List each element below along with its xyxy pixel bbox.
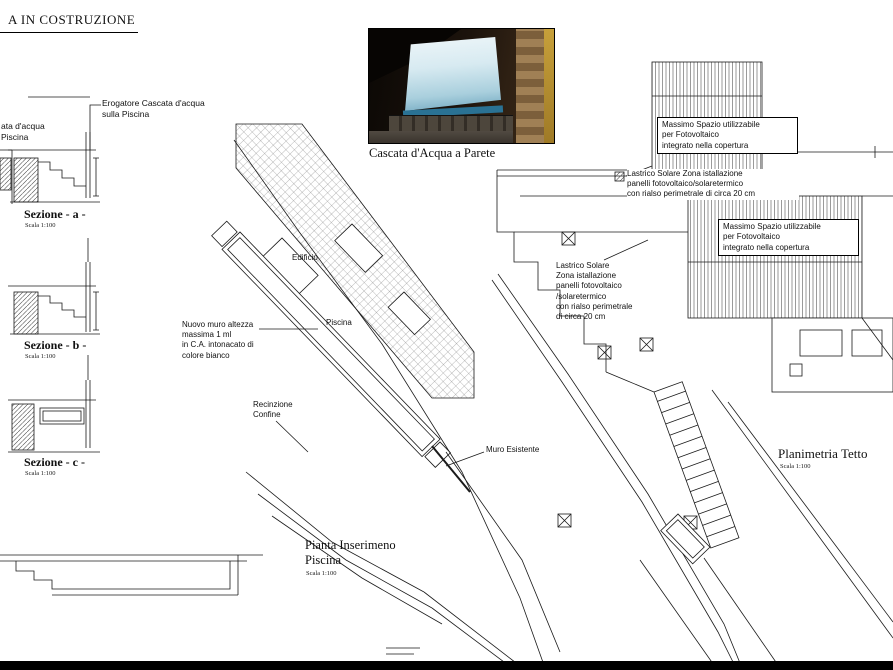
sezione-c-scale: Scala 1:100 [25,470,56,477]
pool-longitudinal-section-drawing [0,554,263,596]
muro-esistente-annotation: Muro Esistente [486,445,540,454]
bottom-center-marks [386,647,420,655]
stairs-drawing [653,381,740,549]
planimetria-tetto-drawing [496,61,893,669]
sezione-c-title: Sezione - c - [24,455,85,469]
pool-outline [211,220,451,468]
sezione-c-drawing [8,355,100,453]
nuovo-muro-annotation: Nuovo muro altezza massima 1 ml in C.A. … [182,320,254,360]
lastrico-left-annotation: Lastrico Solare Zona istallazione panell… [556,261,633,322]
cascata-cut-label: ata d'acqua Piscina [1,121,45,142]
pianta-title: Pianta Inserimeno Piscina [305,538,396,567]
erogatore-annotation: Erogatore Cascata d'acqua sulla Piscina [102,98,205,119]
sezione-a-scale: Scala 1:100 [25,222,56,229]
edificio-label: Edificio [292,253,318,262]
sezione-b-scale: Scala 1:100 [25,353,56,360]
pianta-piscina-drawing [211,123,743,669]
planter-drawing [660,513,711,565]
photo-cascata [368,28,555,144]
pianta-scale: Scala 1:100 [306,570,337,577]
massimo-spazio-box-1: Massimo Spazio utilizzabile per Fotovolt… [657,117,798,155]
recinzione-annotation: Recinzione Confine [253,400,293,420]
planimetria-title: Planimetria Tetto [778,446,868,461]
piscina-label: Piscina [326,318,352,327]
sezione-a-title: Sezione - a - [24,207,86,221]
photo-caption: Cascata d'Acqua a Parete [369,146,496,160]
sezione-b-title: Sezione - b - [24,338,87,352]
lastrico-top-annotation: Lastrico Solare Zona istallazione panell… [627,169,799,200]
massimo-spazio-box-2: Massimo Spazio utilizzabile per Fotovolt… [718,219,859,257]
sezione-a-drawing [8,132,100,203]
yellow-wall [544,29,554,143]
stone-column [516,29,544,143]
photo-floor [369,131,514,143]
water-wall [405,37,501,111]
bottom-black-bar [0,661,893,670]
sezione-b-drawing [8,238,100,335]
left-edge-cut-drawing [0,149,13,204]
planimetria-scale: Scala 1:100 [780,463,811,470]
page-title: A IN COSTRUZIONE [0,12,138,33]
